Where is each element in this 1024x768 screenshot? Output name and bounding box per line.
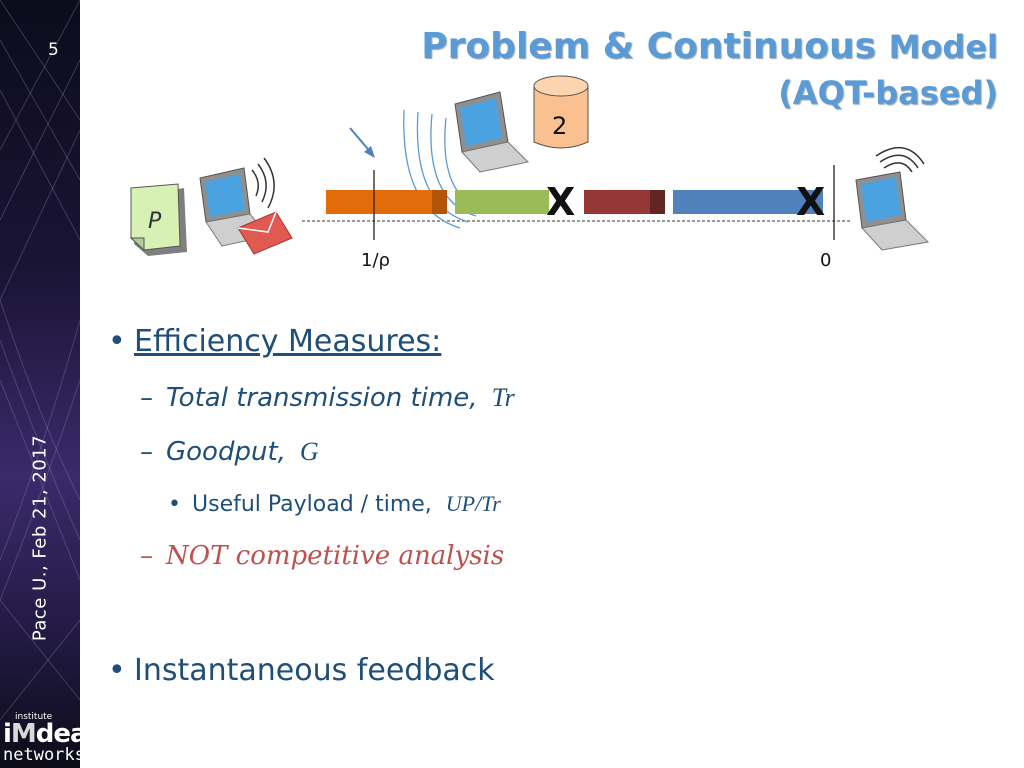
axis-left-label: 1/ρ [361,250,390,271]
arrow-icon [349,127,375,158]
collision-mark-1: X [546,180,575,224]
bullet-efficiency-measures: •Efficiency Measures: [108,324,442,359]
sub-bullet-transmission-time: –Total transmission time,Tr [140,383,515,413]
sidebar-pattern [0,0,80,721]
var-up-tr: UP/Tr [445,491,501,516]
packet-bar-red [584,190,650,214]
axis-right-label: 0 [820,250,831,271]
sub-sub-bullet-useful-payload: •Useful Payload / time,UP/Tr [168,491,501,517]
footer-author-date: Pace U., Feb 21, 2017 [29,434,51,642]
slide-title: Problem & Continuous Model (AQT-based) [421,24,998,116]
var-tr: Tr [491,383,515,412]
logo-institute-text: institute [15,712,53,722]
packet-bar-red-tail [650,190,665,214]
packet-bar-orange-tail [432,190,447,214]
imdea-logo: institute iMdea networks [3,712,80,765]
var-g: G [299,437,319,466]
receiver-laptop-icon [855,147,930,251]
heading-efficiency-measures: Efficiency Measures: [134,324,442,359]
sub-bullet-not-competitive: –NOT competitive analysis [140,541,505,571]
title-line-1: Problem & Continuous Model [421,26,998,67]
logo-networks-text: networks [3,745,80,765]
slide-number: 5 [48,40,59,60]
sub-bullet-goodput: –Goodput,G [140,437,319,467]
bullet-instantaneous-feedback: •Instantaneous feedback [108,653,495,688]
interferer-laptop-icon [454,91,530,173]
packet-bar-green [455,190,549,214]
storage-cylinder-icon: 2 [533,75,589,149]
storage-label: 2 [552,112,567,140]
collision-mark-2: X [796,180,825,224]
packet-bar-blue [673,190,823,214]
packet-bar-orange [326,190,432,214]
title-line-2: (AQT-based) [778,74,998,112]
sidebar: 5 Pace U., Feb 21, 2017 institute iMdea … [0,0,80,768]
channel-diagram: P 2 [129,75,930,271]
envelope-icon [237,211,293,255]
packet-label: P [148,209,162,234]
logo-main-text: iMdea [3,719,80,749]
interference-waves [403,109,485,229]
packet-document-icon: P [129,183,187,256]
